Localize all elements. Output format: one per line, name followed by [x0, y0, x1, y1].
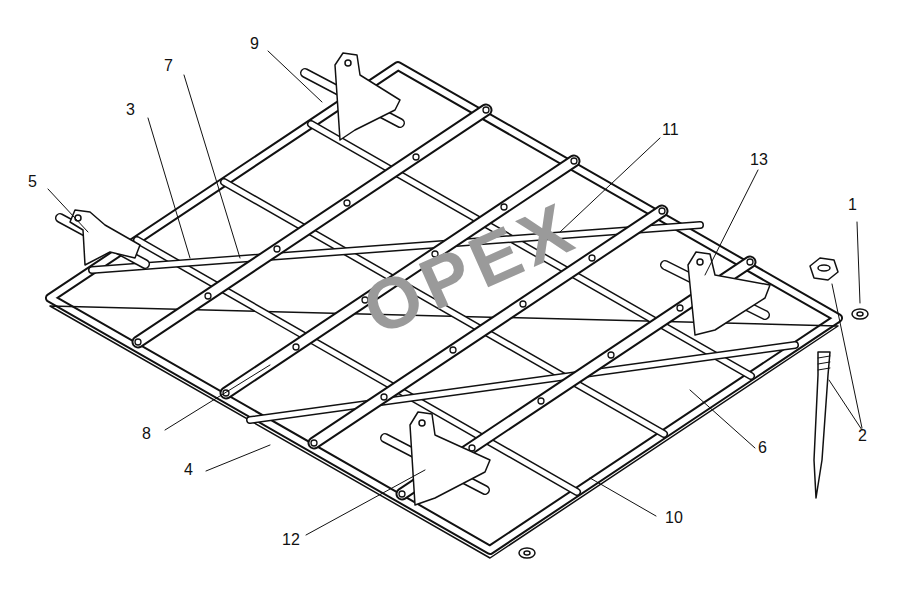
callout-number: 5: [28, 174, 37, 190]
callout-number: 10: [665, 510, 683, 526]
watermark: OPEX: [353, 190, 587, 347]
callout-number: 4: [184, 462, 193, 478]
callout-number: 3: [126, 102, 135, 118]
callout-number: 11: [662, 122, 679, 138]
callout-number: 12: [282, 532, 300, 548]
callout-number: 1: [848, 197, 857, 213]
callout-number: 7: [164, 58, 173, 74]
callout-number: 9: [250, 36, 259, 52]
callout-number: 2: [858, 428, 867, 444]
callout-number: 8: [142, 426, 151, 442]
callout-number: 13: [750, 152, 768, 168]
callout-number: 6: [758, 440, 767, 456]
